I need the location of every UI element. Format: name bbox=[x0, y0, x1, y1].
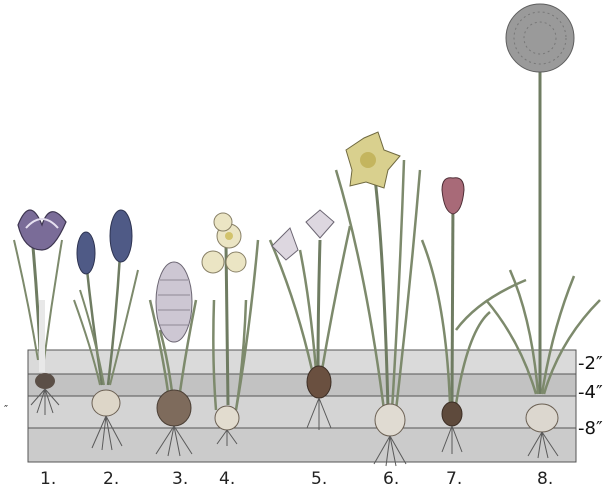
plant-number-5: 5. bbox=[311, 471, 327, 488]
soil-band-below-8 bbox=[28, 428, 576, 462]
depth-marker-2: -2″ bbox=[578, 355, 603, 373]
plant-number-6: 6. bbox=[383, 471, 399, 488]
plant-number-7: 7. bbox=[446, 471, 462, 488]
depth-marker-4: -4″ bbox=[578, 384, 603, 402]
plant-number-8: 8. bbox=[537, 471, 553, 488]
depth-marker-8: -8″ bbox=[578, 420, 603, 438]
plant-number-1: 1. bbox=[40, 471, 56, 488]
stray-inch-mark: ″ bbox=[4, 403, 8, 416]
plant-number-2: 2. bbox=[103, 471, 119, 488]
plant-number-3: 3. bbox=[172, 471, 188, 488]
plant-number-4: 4. bbox=[219, 471, 235, 488]
